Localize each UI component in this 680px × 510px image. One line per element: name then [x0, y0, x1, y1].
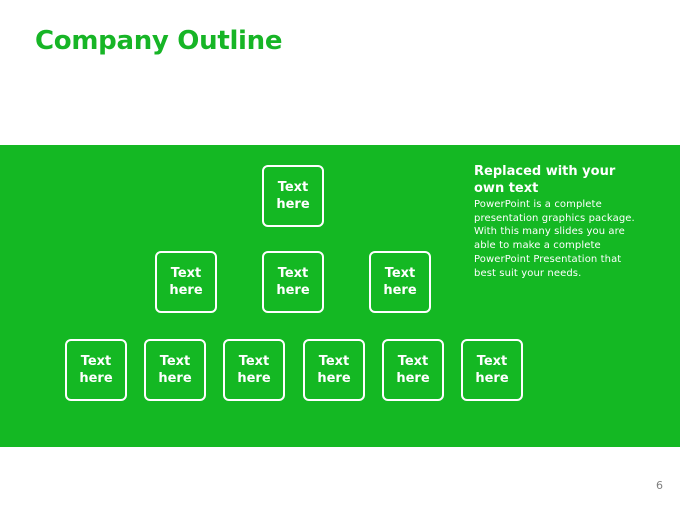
org-box-label: Text here [79, 354, 113, 386]
org-box-label: Text here [383, 266, 417, 298]
org-box-label: Text here [396, 354, 430, 386]
org-box-level2-3: Text here [369, 251, 431, 313]
green-band [0, 145, 680, 447]
org-box-label: Text here [475, 354, 509, 386]
org-box-level3-5: Text here [382, 339, 444, 401]
side-text-heading: Replaced with your own text [474, 164, 616, 196]
org-box-label: Text here [158, 354, 192, 386]
org-box-level3-3: Text here [223, 339, 285, 401]
org-box-label: Text here [317, 354, 351, 386]
org-box-label: Text here [276, 180, 310, 212]
org-box-level2-1: Text here [155, 251, 217, 313]
org-box-level3-6: Text here [461, 339, 523, 401]
org-box-label: Text here [237, 354, 271, 386]
org-box-top: Text here [262, 165, 324, 227]
slide-title: Company Outline [35, 26, 283, 56]
org-box-level3-2: Text here [144, 339, 206, 401]
side-text-body: PowerPoint is a complete presentation gr… [474, 199, 635, 279]
page-number: 6 [656, 479, 663, 492]
org-box-label: Text here [276, 266, 310, 298]
org-box-level3-4: Text here [303, 339, 365, 401]
side-text-block: Replaced with your own text PowerPoint i… [474, 163, 644, 280]
org-box-label: Text here [169, 266, 203, 298]
org-box-level2-2: Text here [262, 251, 324, 313]
org-box-level3-1: Text here [65, 339, 127, 401]
